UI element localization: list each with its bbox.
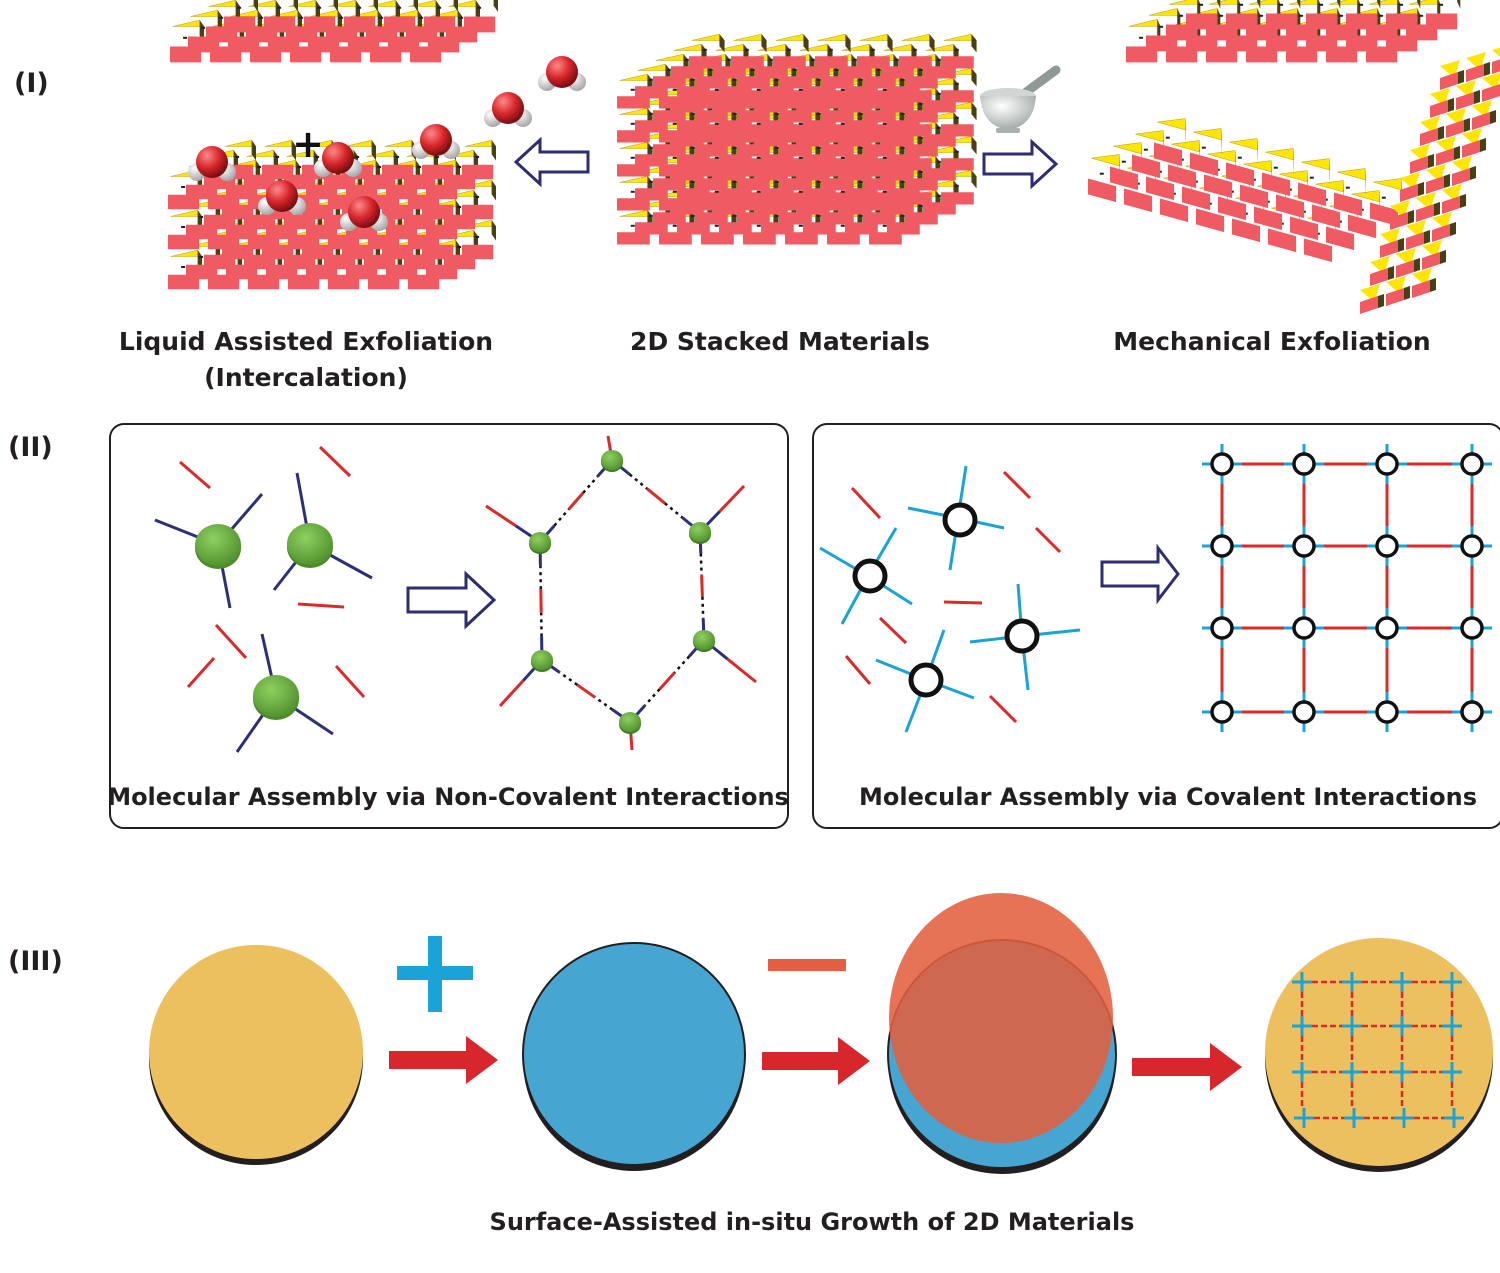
plus-sign: +: [292, 122, 324, 166]
hollow-node: [1460, 534, 1484, 558]
section-label-iii: (III): [8, 946, 63, 977]
solid-arrow-icon: [1132, 1043, 1242, 1091]
mechanical-sheet-bottom: [1088, 118, 1402, 263]
caption-noncovalent: Molecular Assembly via Non-Covalent Inte…: [107, 783, 789, 811]
hollow-node-molecule: [969, 583, 1081, 691]
hollow-arrow-icon: [982, 138, 1059, 190]
hollow-node: [1210, 700, 1234, 724]
hexagonal-network: [485, 435, 757, 751]
overlapping-layers: [887, 893, 1117, 1174]
green-node: [693, 630, 715, 650]
exfoliated-layer-top: [170, 0, 499, 63]
green-node: [619, 712, 641, 732]
grown-2d-material: [1265, 938, 1493, 1172]
green-node: [253, 675, 299, 717]
caption-surface-growth: Surface-Assisted in-situ Growth of 2D Ma…: [490, 1208, 1135, 1236]
stacked-material: [617, 33, 978, 245]
cyan-plus-monomer: [397, 936, 473, 1012]
water-molecule-icon: [188, 56, 586, 231]
hollow-arrow-icon: [513, 136, 590, 188]
section-label-i: (I): [14, 68, 49, 99]
free-molecules-noncovalent: [154, 445, 373, 753]
hollow-node-molecule: [907, 465, 1005, 571]
hollow-node: [1460, 616, 1484, 640]
solid-arrow-icon: [389, 1036, 498, 1084]
hollow-node: [1292, 534, 1316, 558]
section-label-ii: (II): [8, 432, 53, 463]
blue-coated-substrate: [522, 942, 746, 1171]
free-molecules-covalent: [819, 465, 1081, 733]
hollow-node: [1460, 700, 1484, 724]
bare-substrate: [149, 945, 363, 1165]
hollow-node-molecule: [819, 527, 913, 625]
panel-noncovalent: [109, 423, 789, 829]
solid-arrow-icon: [762, 1037, 870, 1085]
hollow-node: [1375, 452, 1399, 476]
mechanical-sheet-top: [1126, 0, 1461, 63]
panel-covalent: [812, 423, 1500, 829]
orange-minus-linker: [768, 959, 846, 971]
caption-mechanical-exfoliation: Mechanical Exfoliation: [1113, 327, 1430, 356]
hollow-node: [1292, 616, 1316, 640]
hollow-arrow-icon: [406, 570, 497, 630]
hollow-node: [1210, 534, 1234, 558]
hollow-node: [1375, 616, 1399, 640]
hollow-node: [1375, 700, 1399, 724]
green-node: [689, 522, 711, 542]
hollow-node: [1375, 534, 1399, 558]
caption-intercalation: (Intercalation): [204, 363, 408, 392]
hollow-arrow-icon: [1100, 543, 1180, 605]
hollow-node: [1210, 452, 1234, 476]
hollow-node-molecule: [875, 629, 975, 733]
green-node: [287, 523, 333, 565]
caption-liquid-exfoliation: Liquid Assisted Exfoliation: [119, 327, 493, 356]
green-node: [529, 532, 551, 552]
green-node: [531, 650, 553, 670]
mortar-pestle-icon: [980, 65, 1061, 133]
green-node: [601, 450, 623, 470]
hollow-node: [1292, 452, 1316, 476]
hollow-node: [1292, 700, 1316, 724]
hollow-node: [1210, 616, 1234, 640]
caption-stacked-materials: 2D Stacked Materials: [630, 327, 930, 356]
square-covalent-network: [1202, 444, 1492, 732]
caption-covalent: Molecular Assembly via Covalent Interact…: [859, 783, 1477, 811]
hollow-node: [1460, 452, 1484, 476]
mechanical-sheet-tilted: [1360, 47, 1500, 314]
green-node: [195, 524, 241, 566]
